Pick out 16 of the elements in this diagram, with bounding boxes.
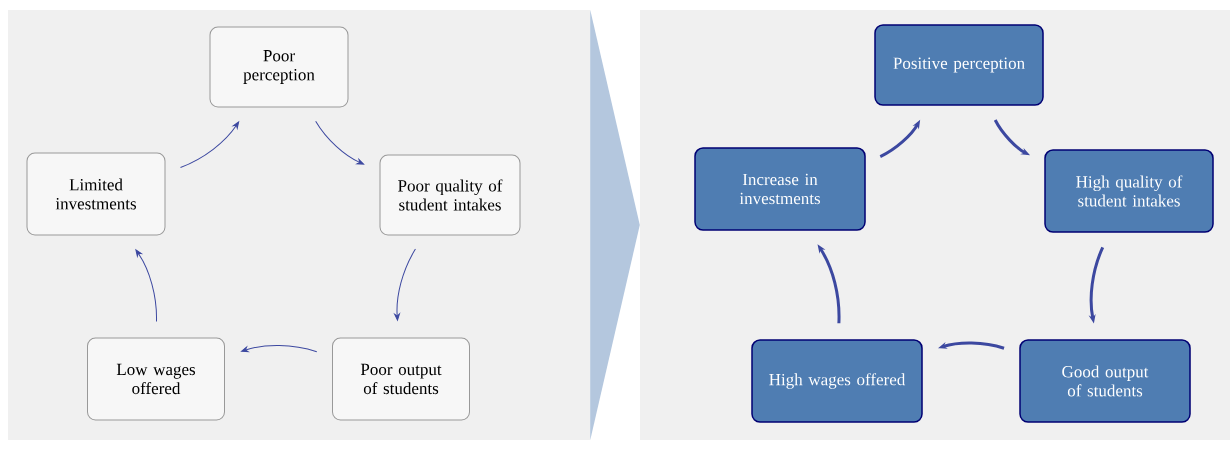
process-box: Limited investments bbox=[26, 152, 166, 236]
process-box: Poor output of students bbox=[332, 337, 470, 421]
process-box: Low wages offered bbox=[87, 337, 225, 421]
arrow bbox=[394, 248, 416, 321]
arrow bbox=[180, 121, 240, 168]
chevron-arrow bbox=[590, 9, 640, 441]
arrow bbox=[241, 345, 318, 353]
process-box: Poor quality of student intakes bbox=[379, 154, 521, 236]
process-box: Poor perception bbox=[209, 26, 349, 108]
process-box: High wages offered bbox=[751, 339, 923, 423]
process-box: Increase in investments bbox=[694, 147, 866, 231]
arrow bbox=[315, 120, 365, 165]
process-box: Positive perception bbox=[874, 24, 1044, 106]
process-box: High quality of student intakes bbox=[1044, 149, 1214, 233]
arrow bbox=[135, 249, 157, 322]
process-box: Good output of students bbox=[1019, 339, 1191, 423]
